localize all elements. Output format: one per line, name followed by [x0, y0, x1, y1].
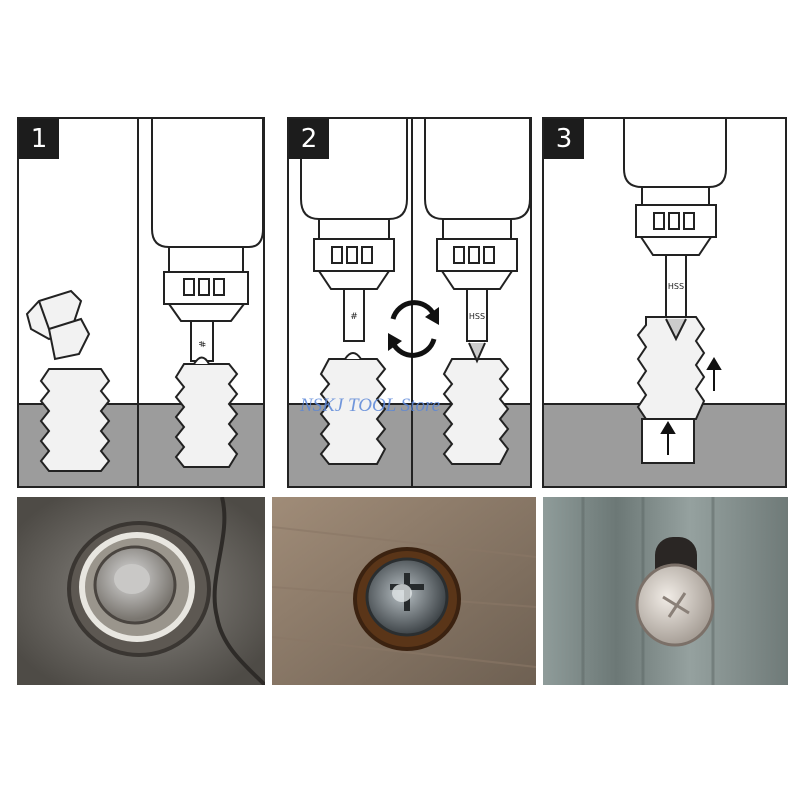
- up-arrow-icon: [660, 357, 722, 455]
- screw-stub-mid-right: [442, 342, 510, 465]
- step-1-panel: 1 #: [17, 117, 265, 488]
- step-2-number: 2: [289, 119, 329, 159]
- rotation-arrows-icon: [390, 300, 437, 358]
- step-3-bit-label: HSS: [668, 282, 684, 291]
- drill-right: [151, 119, 263, 362]
- photo-extracted-screw-3: [543, 497, 788, 685]
- store-watermark: NSKJ TOOL Store: [300, 395, 441, 416]
- step-1-bit-label: #: [196, 340, 206, 348]
- step-2-left-bit-label: #: [350, 312, 358, 322]
- screw-stub-right: [174, 356, 239, 468]
- photo-stripped-screw-1: [17, 497, 265, 685]
- step-1-illustration: #: [19, 119, 263, 486]
- screw-stub-mid-left: [319, 352, 387, 465]
- step-1-number: 1: [19, 119, 59, 159]
- broken-screw-head: [25, 289, 91, 361]
- step-2-panel: 2 #: [287, 117, 532, 488]
- drill-right-hss: [424, 119, 530, 342]
- step-3-panel: 3 HSS: [542, 117, 787, 488]
- lifted-screw: [636, 316, 706, 420]
- step-3-illustration: HSS: [544, 119, 785, 486]
- step-2-illustration: # HSS: [289, 119, 530, 486]
- screw-stub-left: [39, 368, 111, 472]
- step-2-right-bit-label: HSS: [469, 312, 485, 321]
- step-3-number: 3: [544, 119, 584, 159]
- photo-stripped-screw-2: [272, 497, 536, 685]
